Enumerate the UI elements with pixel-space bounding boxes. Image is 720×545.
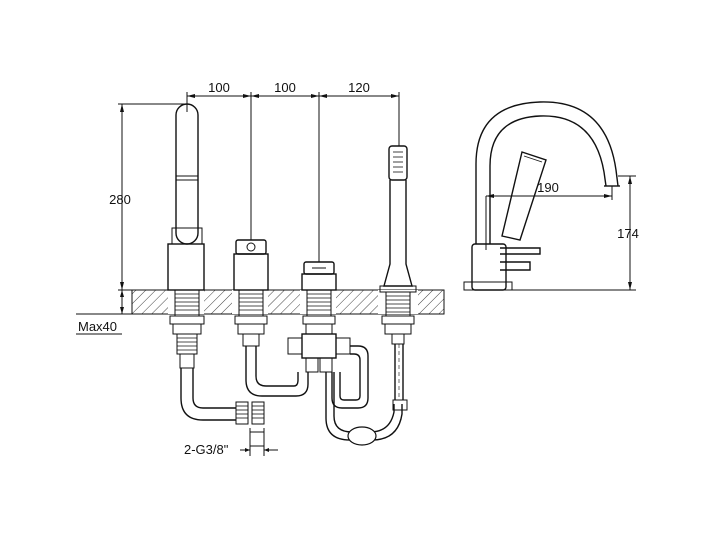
spout-fitting: [167, 103, 205, 369]
dim-spacing-1: 100: [208, 80, 230, 95]
left-valve-fitting: [233, 239, 269, 347]
connection-fittings: [235, 401, 278, 456]
dim-deck-thickness: Max40: [78, 319, 117, 334]
dim-height-total: 280: [109, 192, 131, 207]
dim-connection: 2-G3/8": [184, 442, 229, 457]
height-dimension: 280: [109, 103, 186, 291]
side-view-spout: [463, 101, 620, 291]
dim-spout-height: 174: [617, 226, 639, 241]
dim-spacing-2: 100: [274, 80, 296, 95]
dim-spacing-3: 120: [348, 80, 370, 95]
right-valve-fitting: [287, 261, 351, 373]
reach-dimension: 190: [485, 180, 613, 250]
spout-height-dimension: 174: [512, 175, 639, 291]
supply-hoses: [180, 344, 408, 446]
deck-thickness-dimension: Max40: [76, 290, 132, 335]
dim-spout-reach: 190: [537, 180, 559, 195]
top-dimensions: 100 100 120: [186, 80, 400, 262]
handshower-fitting: [379, 145, 417, 345]
